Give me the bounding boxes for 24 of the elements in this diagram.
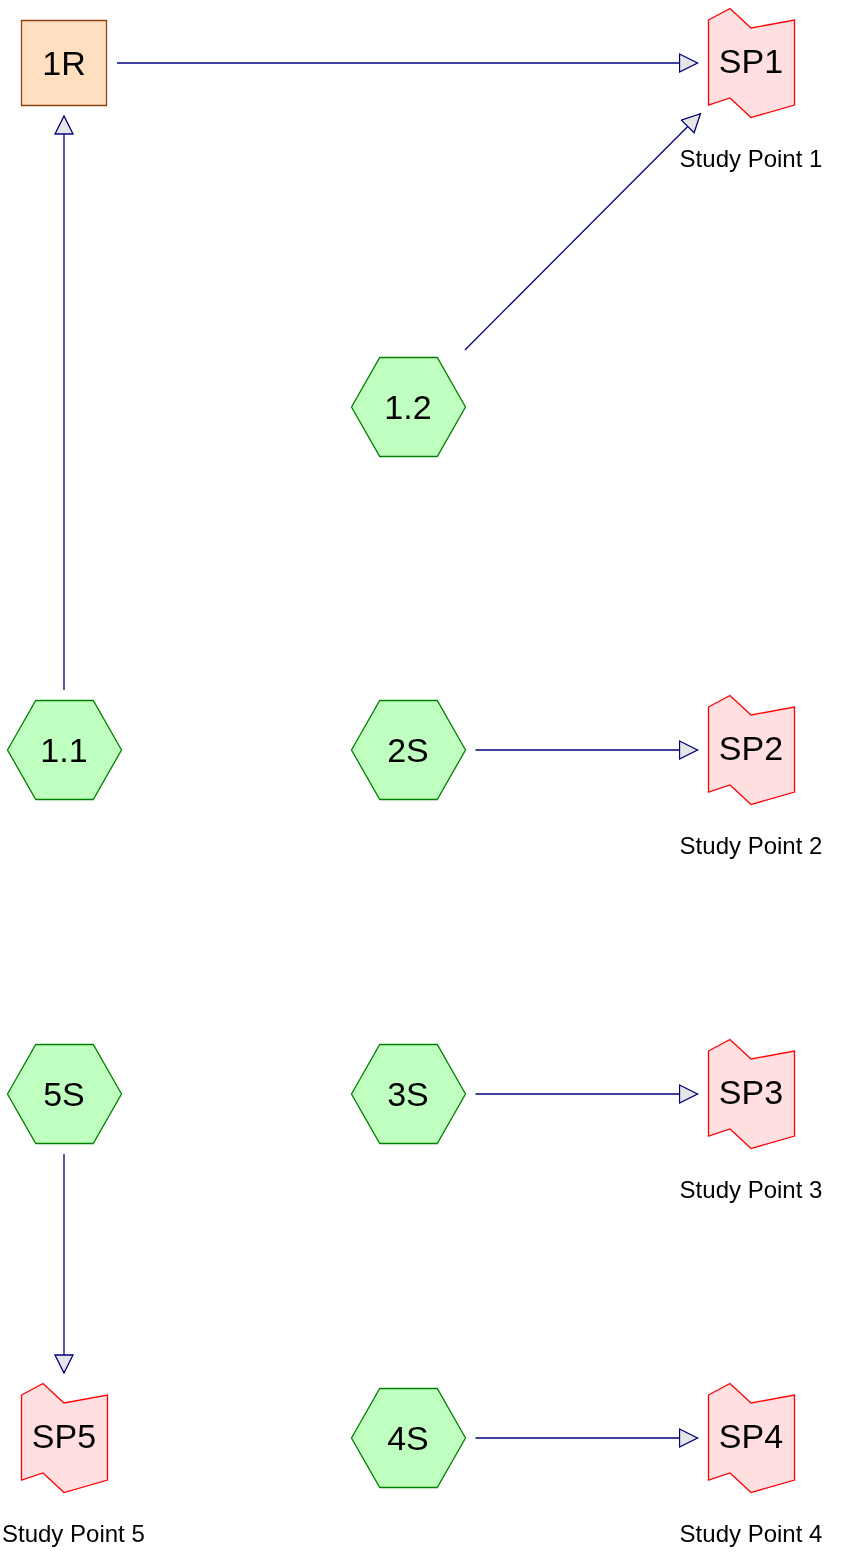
node-label: 2S	[387, 730, 429, 770]
node-caption: Study Point 1	[679, 145, 823, 173]
node-label: 1.1	[40, 730, 88, 770]
node-caption: Study Point 5	[2, 1520, 145, 1548]
node-label: SP5	[31, 1416, 97, 1456]
arrow	[474, 1428, 699, 1448]
arrow	[54, 1153, 74, 1374]
node-caption: Study Point 3	[679, 1176, 823, 1204]
arrow	[464, 113, 702, 351]
node-label: SP4	[718, 1416, 784, 1456]
node-label: 1R	[42, 43, 86, 83]
arrow	[474, 1084, 699, 1104]
arrow	[54, 115, 74, 691]
node-label: 3S	[387, 1074, 429, 1114]
node-label: SP3	[718, 1072, 784, 1112]
node-caption: Study Point 4	[679, 1520, 823, 1548]
node-label: 4S	[387, 1418, 429, 1458]
arrow	[474, 740, 699, 760]
arrow	[116, 53, 699, 73]
node-label: 1.2	[384, 387, 432, 427]
node-label: SP1	[718, 41, 784, 81]
node-label: SP2	[718, 728, 784, 768]
node-label: 5S	[43, 1074, 85, 1114]
node-caption: Study Point 2	[679, 832, 823, 860]
